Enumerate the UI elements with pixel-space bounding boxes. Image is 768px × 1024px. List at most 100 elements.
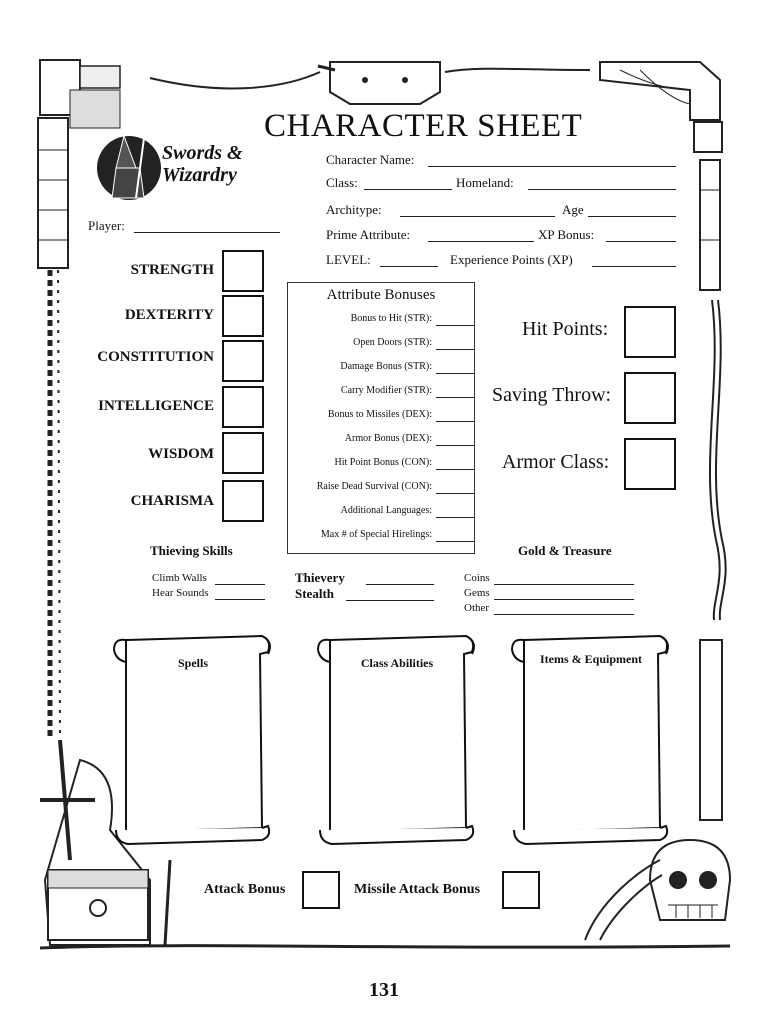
- bonus-label: Armor Bonus (DEX):: [344, 433, 432, 444]
- coins-label: Coins: [464, 572, 490, 584]
- bonus-label: Max # of Special Hirelings:: [320, 529, 432, 540]
- bonus-row-missiles[interactable]: Bonus to Missiles (DEX):: [288, 405, 478, 427]
- bonus-label: Carry Modifier (STR):: [340, 385, 432, 396]
- age-label: Age: [562, 202, 584, 217]
- level-field[interactable]: [380, 266, 438, 267]
- wizard-logo-icon: [97, 134, 161, 200]
- items-equipment-title: Items & Equipment: [539, 652, 642, 666]
- thieving-skills-title: Thieving Skills: [150, 543, 233, 558]
- spells-title: Spells: [177, 656, 208, 670]
- bonus-label: Additional Languages:: [340, 505, 432, 516]
- missile-attack-bonus-box[interactable]: [502, 871, 540, 909]
- treasure-chest-art: [40, 739, 172, 946]
- climb-walls-label: Climb Walls: [152, 572, 207, 584]
- logo-text: Swords & Wizardry: [162, 142, 243, 186]
- bonus-label: Open Doors (STR):: [353, 337, 432, 348]
- gems-label: Gems: [464, 587, 490, 599]
- scroll-icon: [317, 634, 475, 846]
- bonus-row-open-doors[interactable]: Open Doors (STR):: [288, 333, 478, 355]
- other-field[interactable]: [494, 614, 634, 615]
- architype-label: Architype:: [326, 202, 382, 217]
- attr-box-intelligence[interactable]: [222, 386, 264, 428]
- attribute-bonuses-panel: Attribute Bonuses Bonus to Hit (STR): Op…: [287, 282, 475, 554]
- bonus-row-damage[interactable]: Damage Bonus (STR):: [288, 357, 478, 379]
- attr-label-wisdom: WISDOM: [148, 446, 214, 462]
- logo: Swords & Wizardry: [96, 118, 306, 208]
- age-field[interactable]: [588, 216, 676, 217]
- hear-sounds-field[interactable]: [215, 599, 265, 600]
- tower-left-art: [37, 59, 121, 269]
- bonus-label: Bonus to Missiles (DEX):: [327, 409, 432, 420]
- attr-box-wisdom[interactable]: [222, 432, 264, 474]
- bonus-row-languages[interactable]: Additional Languages:: [288, 501, 478, 523]
- xp-bonus-field[interactable]: [606, 241, 676, 242]
- armor-class-label: Armor Class:: [502, 451, 610, 473]
- experience-points-label: Experience Points (XP): [450, 252, 573, 267]
- attribute-bonuses-title: Attribute Bonuses: [326, 287, 436, 303]
- attr-box-constitution[interactable]: [222, 340, 264, 382]
- skull-art: [584, 639, 732, 941]
- xp-bonus-label: XP Bonus:: [538, 227, 595, 242]
- tower-right-art: [599, 61, 723, 291]
- armor-class-box[interactable]: [624, 438, 676, 490]
- thievery-label: Thievery: [295, 570, 345, 585]
- prime-attribute-field[interactable]: [428, 241, 534, 242]
- page-number: 131: [369, 979, 399, 1001]
- attr-label-intelligence: INTELLIGENCE: [98, 398, 214, 414]
- stealth-field[interactable]: [346, 600, 434, 601]
- attr-box-strength[interactable]: [222, 250, 264, 292]
- gold-treasure-title: Gold & Treasure: [518, 543, 612, 558]
- prime-attribute-label: Prime Attribute:: [326, 227, 411, 242]
- saving-throw-box[interactable]: [624, 372, 676, 424]
- class-field[interactable]: [364, 189, 452, 190]
- bonus-row-hit-point[interactable]: Hit Point Bonus (CON):: [288, 453, 478, 475]
- scroll-icon: [511, 634, 669, 846]
- page-title: CHARACTER SHEET: [264, 108, 583, 144]
- bonus-label: Bonus to Hit (STR):: [350, 313, 432, 324]
- attack-bonus-label: Attack Bonus: [204, 882, 286, 897]
- character-name-field[interactable]: [428, 166, 676, 167]
- class-abilities-scroll[interactable]: Class Abilities: [316, 630, 478, 850]
- bonus-label: Damage Bonus (STR):: [340, 361, 432, 372]
- bonus-row-raise-dead[interactable]: Raise Dead Survival (CON):: [288, 477, 478, 499]
- hear-sounds-label: Hear Sounds: [152, 587, 209, 599]
- coins-field[interactable]: [494, 584, 634, 585]
- hit-points-box[interactable]: [624, 306, 676, 358]
- spells-scroll[interactable]: Spells: [112, 630, 274, 850]
- climb-walls-field[interactable]: [215, 584, 265, 585]
- attr-label-constitution: CONSTITUTION: [97, 349, 214, 365]
- homeland-label: Homeland:: [456, 175, 514, 190]
- experience-points-field[interactable]: [592, 266, 676, 267]
- stealth-label: Stealth: [295, 586, 334, 601]
- bonus-row-hit[interactable]: Bonus to Hit (STR):: [288, 309, 478, 331]
- attr-box-charisma[interactable]: [222, 480, 264, 522]
- scroll-icon: [113, 634, 271, 846]
- top-bracket-art: [317, 61, 441, 105]
- architype-field[interactable]: [400, 216, 555, 217]
- player-label: Player:: [88, 218, 125, 233]
- homeland-field[interactable]: [528, 189, 676, 190]
- player-field[interactable]: [134, 232, 280, 233]
- chain-art: [47, 269, 61, 741]
- attr-label-strength: STRENGTH: [130, 262, 214, 278]
- attr-box-dexterity[interactable]: [222, 295, 264, 337]
- rope-art: [708, 299, 727, 621]
- bonus-row-carry[interactable]: Carry Modifier (STR):: [288, 381, 478, 403]
- hit-points-label: Hit Points:: [522, 318, 609, 340]
- class-label: Class:: [326, 175, 358, 190]
- bonus-row-hirelings[interactable]: Max # of Special Hirelings:: [288, 525, 478, 547]
- attr-label-dexterity: DEXTERITY: [124, 307, 214, 323]
- bonus-row-armor[interactable]: Armor Bonus (DEX):: [288, 429, 478, 451]
- items-equipment-scroll[interactable]: Items & Equipment: [510, 630, 672, 850]
- thievery-field[interactable]: [366, 584, 434, 585]
- attack-bonus-box[interactable]: [302, 871, 340, 909]
- bonus-label: Raise Dead Survival (CON):: [316, 481, 432, 492]
- character-name-label: Character Name:: [326, 152, 415, 167]
- level-label: LEVEL:: [326, 252, 371, 267]
- attr-label-charisma: CHARISMA: [130, 493, 214, 509]
- gems-field[interactable]: [494, 599, 634, 600]
- other-label: Other: [464, 602, 490, 614]
- class-abilities-title: Class Abilities: [360, 656, 434, 670]
- saving-throw-label: Saving Throw:: [492, 384, 612, 406]
